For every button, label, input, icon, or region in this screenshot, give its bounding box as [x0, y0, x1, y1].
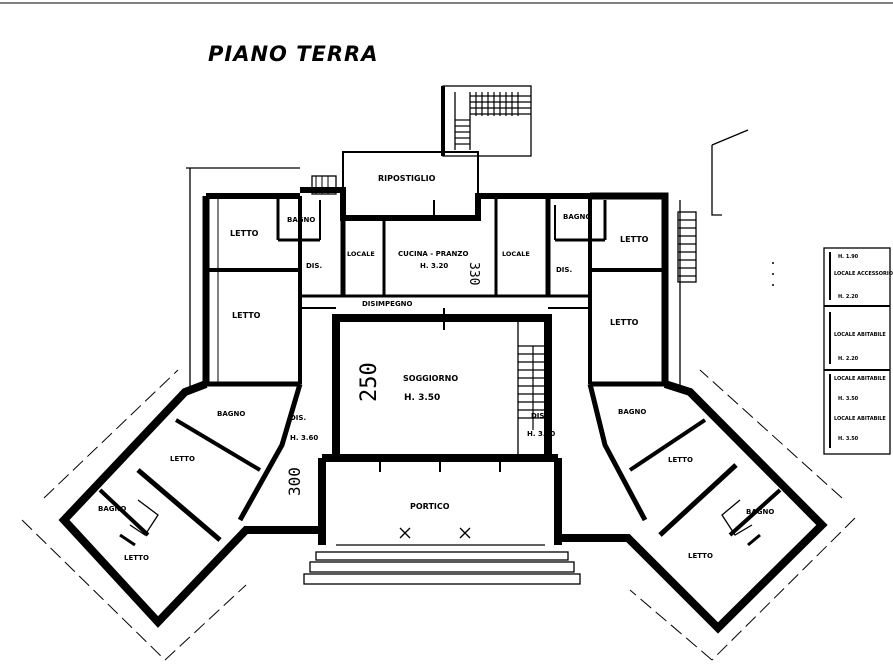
label-cucina-height: H. 3.20: [420, 262, 448, 270]
margin-dots: [772, 262, 774, 286]
label-cucina-number: 330: [466, 262, 481, 285]
exterior-stair-top: [441, 85, 532, 157]
label-locale-left: LOCALE: [347, 250, 375, 258]
label-bagno-top-left: BAGNO: [287, 216, 315, 224]
portico: [303, 454, 581, 585]
label-letto-right: LETTO: [610, 318, 639, 327]
label-soggiorno-number: 250: [357, 362, 382, 402]
left-upper-wing: [186, 167, 321, 392]
label-letto-right-tip: LETTO: [688, 552, 713, 560]
label-dis-left-wing: DIS.: [290, 414, 306, 422]
plan-title: PIANO TERRA: [208, 42, 378, 66]
label-bagno-left-wing: BAGNO: [217, 410, 245, 418]
label-dis-right-wing-height: H. 3.60: [527, 430, 555, 438]
label-locale-right: LOCALE: [502, 250, 530, 258]
label-bagno-left-tip: BAGNO: [98, 505, 126, 513]
legend-item-5: H. 2.20: [838, 356, 859, 362]
label-letto-right-wing: LETTO: [668, 456, 693, 464]
legend-item-7: H. 3.50: [838, 396, 859, 402]
central-upper-walls: [206, 187, 665, 298]
label-letto-left-tip: LETTO: [124, 554, 149, 562]
exterior-stair-right: [311, 129, 749, 283]
right-diagonal-wing: [558, 369, 856, 661]
label-letto-top-right: LETTO: [620, 235, 649, 244]
label-dis-left-wing-height: H. 3.60: [290, 434, 318, 442]
label-cucina-center: CUCINA - PRANZO: [398, 250, 468, 258]
label-letto-top-left: LETTO: [230, 229, 259, 238]
legend-item-3: H. 2.20: [838, 294, 859, 300]
label-letto-left-wing: LETTO: [170, 455, 195, 463]
label-bagno-top-right: BAGNO: [563, 213, 591, 221]
ripostiglio-block: [342, 151, 479, 219]
label-letto-left: LETTO: [232, 311, 261, 320]
legend-item-1: H. 1.90: [838, 254, 859, 260]
legend-item-9: H. 3.50: [838, 436, 859, 442]
label-disimpegno: DISIMPEGNO: [362, 300, 413, 308]
right-upper-wing: [554, 192, 681, 392]
label-bagno-right-tip: BAGNO: [746, 508, 774, 516]
legend-item-8: LOCALE ABITABILE: [834, 416, 886, 422]
label-dis-left: DIS.: [306, 262, 322, 270]
left-diagonal-wing: [21, 369, 322, 661]
label-bagno-right-wing: BAGNO: [618, 408, 646, 416]
legend: [823, 247, 891, 455]
label-soggiorno-height: H. 3.50: [404, 393, 440, 403]
label-ripostiglio: RIPOSTIGLIO: [378, 174, 436, 183]
label-dis-left-wing-number: 300: [285, 467, 304, 496]
label-dis-right: DIS.: [556, 266, 572, 274]
label-soggiorno: SOGGIORNO: [403, 374, 458, 383]
label-portico: PORTICO: [410, 502, 450, 511]
legend-item-4: LOCALE ABITABILE: [834, 332, 886, 338]
legend-item-2: LOCALE ACCESSORIO: [834, 271, 893, 277]
label-dis-right-wing: DIS.: [531, 412, 547, 420]
legend-item-6: LOCALE ABITABILE: [834, 376, 886, 382]
